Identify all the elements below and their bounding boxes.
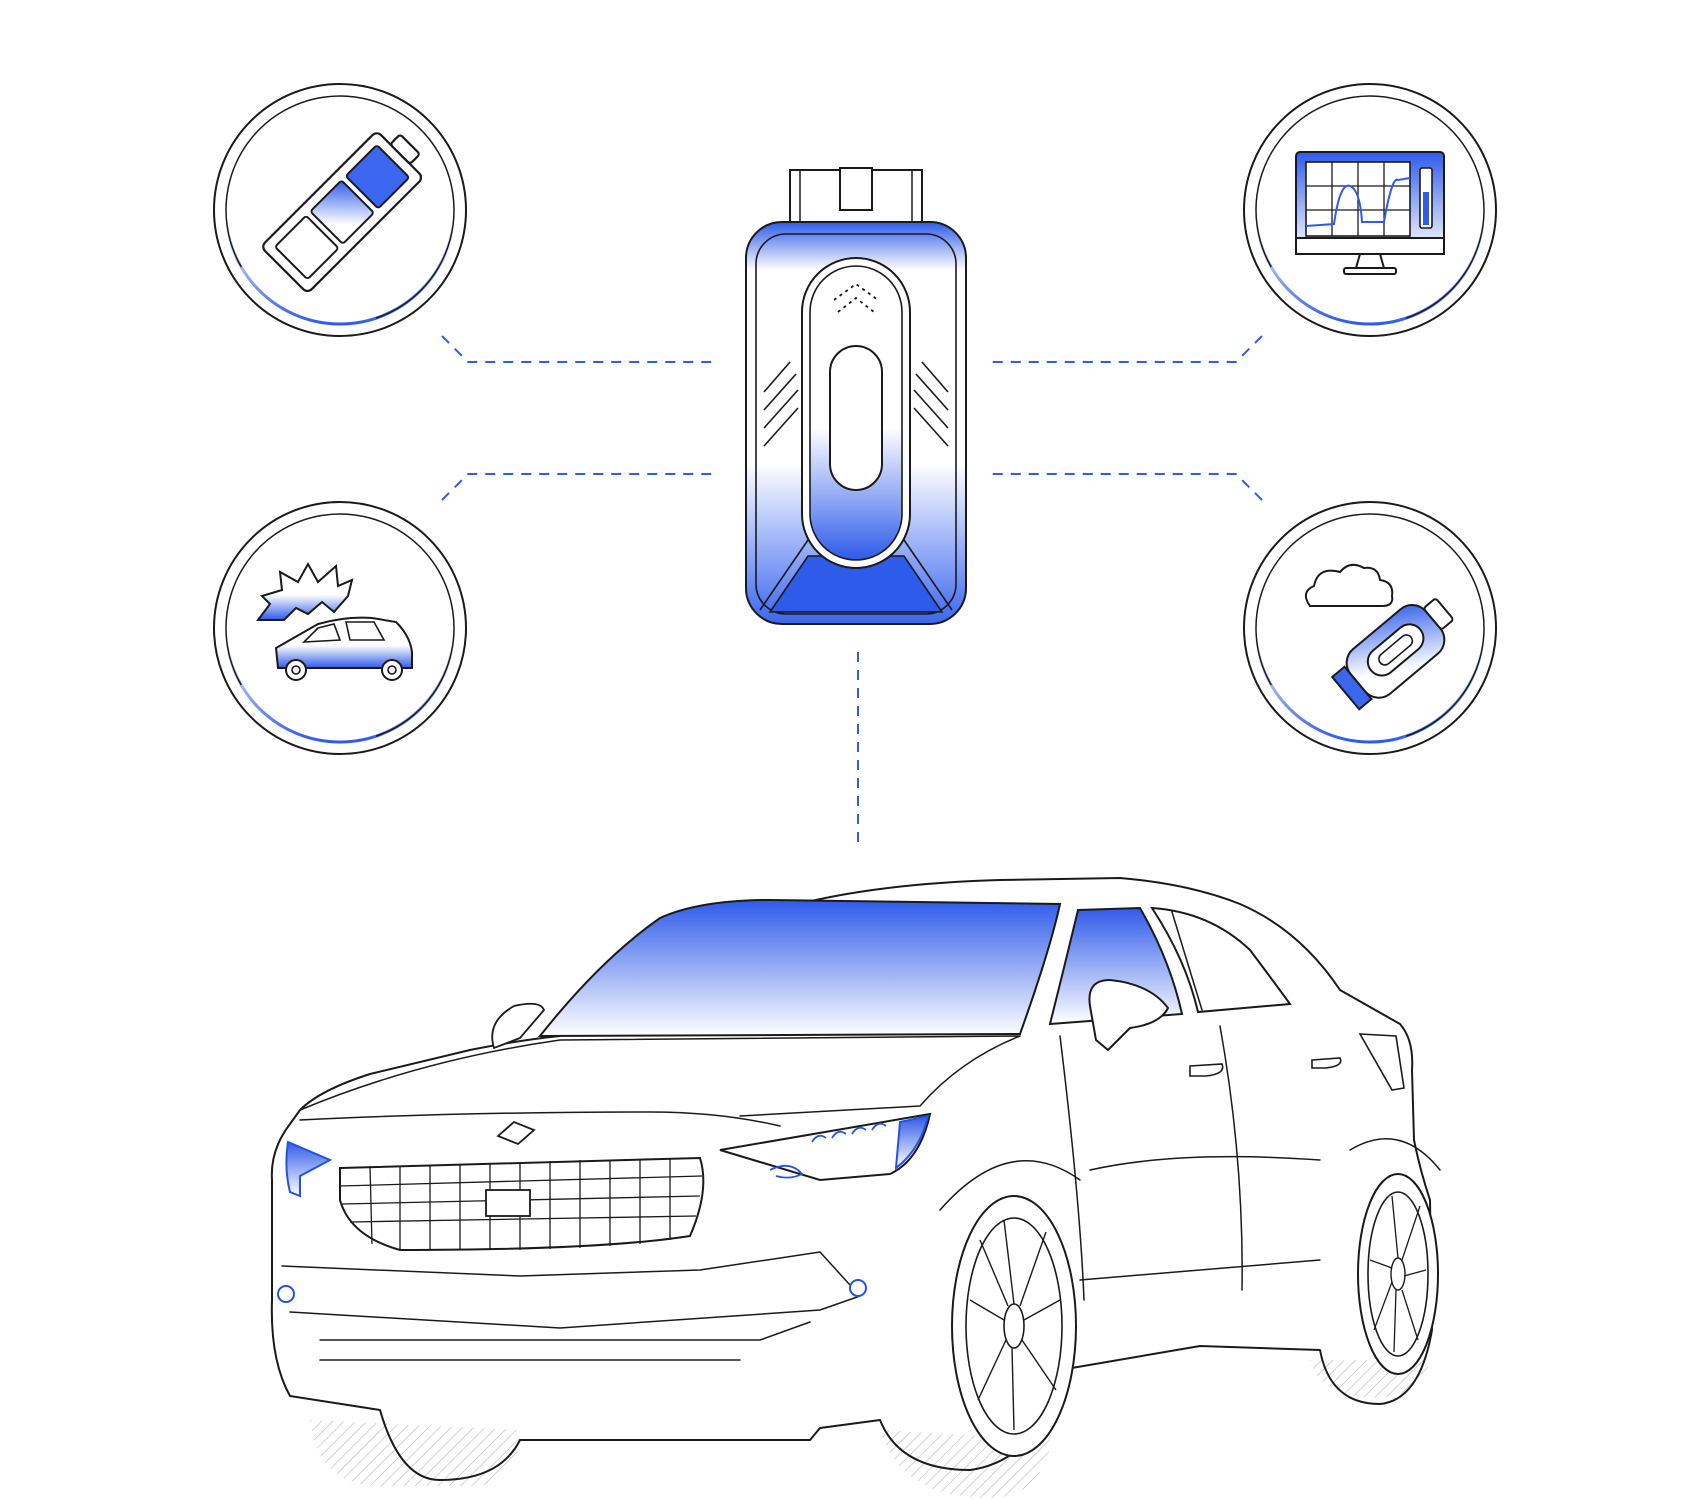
connector-lines	[441, 335, 1263, 850]
electric-car-icon	[270, 877, 1441, 1498]
battery-circle	[213, 83, 467, 337]
front-wheel	[951, 1195, 1077, 1457]
obd-dongle-icon	[745, 167, 967, 625]
cloud-dongle-circle	[1243, 501, 1497, 755]
monitor-circle	[1243, 83, 1497, 337]
cloud-dongle-icon	[1304, 563, 1454, 711]
rear-wheel	[1357, 1173, 1439, 1375]
car-crash-icon	[256, 561, 413, 681]
battery-icon	[262, 132, 423, 293]
monitor-chart-icon	[1295, 151, 1445, 275]
car-crash-circle	[213, 501, 467, 755]
